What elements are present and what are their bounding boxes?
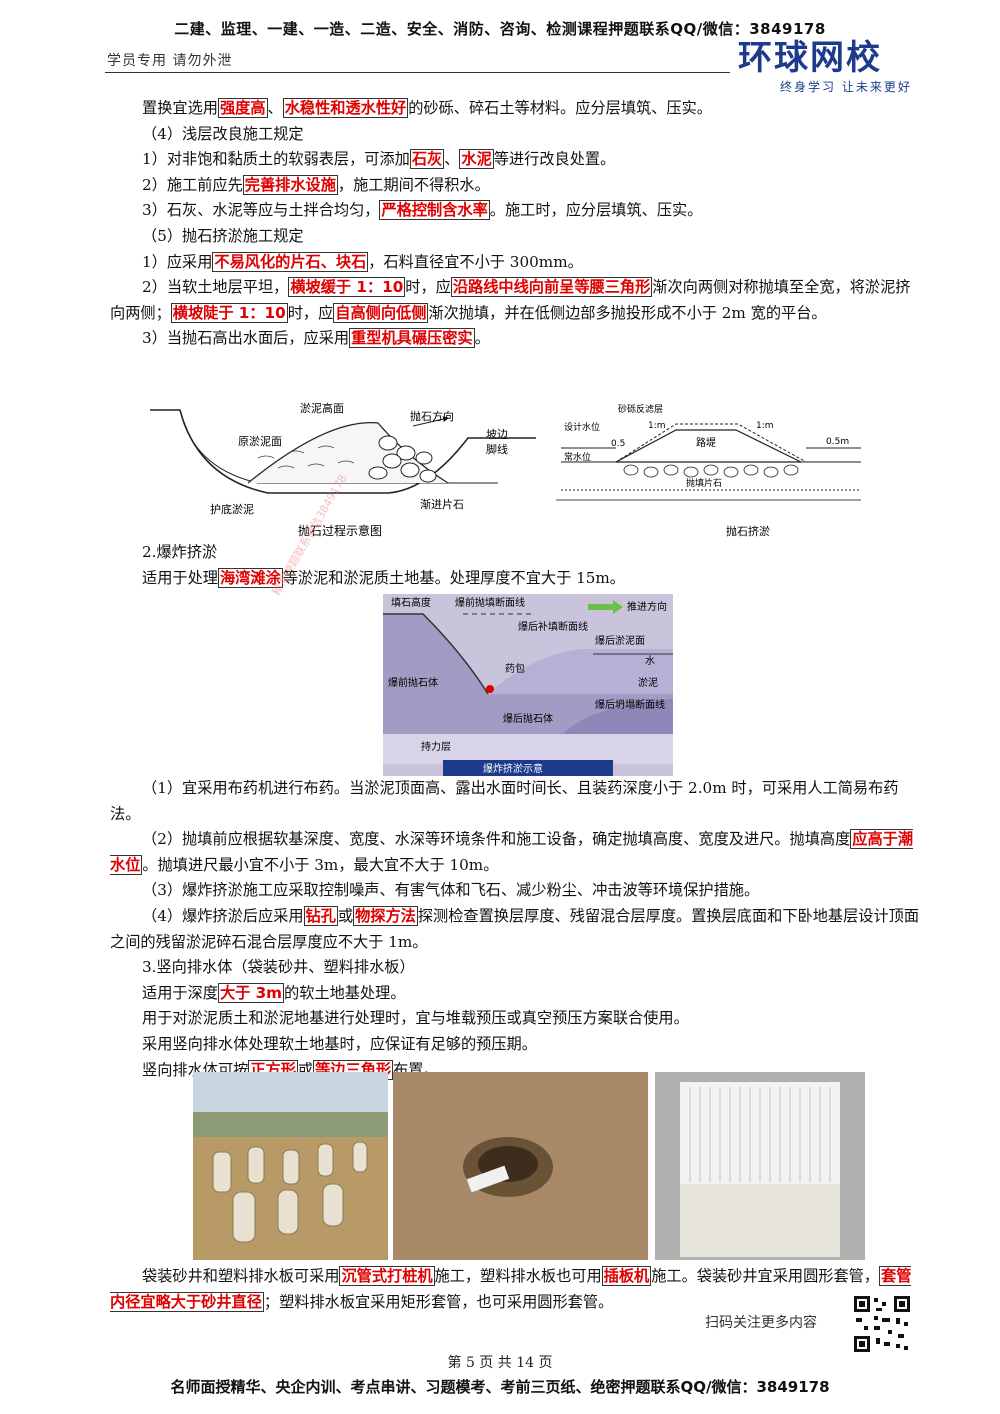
- section-2-title: 2.爆炸挤淤: [142, 543, 218, 561]
- label-silt: 淤泥: [638, 676, 658, 689]
- riprap-process-figure: 淤泥高面 抛石方向 原淤泥面 坡边 脚线 护底淤泥 渐进片石 抛石过程示意图: [150, 401, 536, 538]
- plastic-drain-board-photo: [655, 1072, 865, 1260]
- label-design-level: 设计水位: [564, 421, 600, 433]
- label-normal-level: 常水位: [564, 451, 591, 463]
- label-dim-right: 0.5m: [826, 437, 849, 447]
- label-post-stone-body: 爆后抛石体: [503, 712, 553, 725]
- label-fill-stone: 抛填片石: [686, 477, 722, 489]
- final-paragraph: 袋装砂井和塑料排水板可采用沉管式打桩机施工，塑料排水板也可用插板机施工。袋装砂井…: [110, 1264, 920, 1315]
- construction-para: 袋装砂井和塑料排水板可采用沉管式打桩机施工，塑料排水板也可用插板机施工。袋装砂井…: [110, 1266, 912, 1312]
- para-4-2: 2）施工前应先完善排水设施，施工期间不得积水。: [142, 174, 490, 195]
- label-post-silt: 爆后淤泥面: [595, 634, 645, 647]
- main-content: 置换宜选用强度高、水稳性和透水性好的砂砾、碎石土等材料。应分层填筑、压实。 （4…: [110, 96, 920, 352]
- label-filter-layer: 砂砾反滤层: [618, 403, 663, 415]
- fig2-caption: 抛石挤淤: [726, 524, 770, 538]
- label-bearing-layer: 持力层: [421, 740, 451, 753]
- section-3-title: 3.竖向排水体（袋装砂井、塑料排水板）: [142, 958, 415, 977]
- blast-squeeze-figure: 填石高度 爆前抛填断面线 推进方向 爆后补填断面线 爆后淤泥面 水 药包 淤泥 …: [383, 594, 673, 776]
- label-fill-height: 填石高度: [391, 596, 431, 609]
- blast-item-1: （1）宜采用布药机进行布药。当淤泥顶面高、露出水面时间长、且装药深度小于 2.0…: [110, 779, 899, 823]
- label-embankment: 路堤: [696, 436, 716, 449]
- label-pre-blast-line: 爆前抛填断面线: [455, 596, 525, 609]
- scan-note: 扫码关注更多内容: [705, 1315, 817, 1331]
- fig1-caption: 抛石过程示意图: [298, 523, 382, 538]
- para-5-3: 3）当抛石高出水面后，应采用重型机具碾压密实。: [142, 328, 490, 349]
- heading-riprap: （5）抛石挤淤施工规定: [142, 226, 304, 245]
- header-banner: 二建、监理、一建、一造、二造、安全、消防、咨询、检测课程押题联系QQ/微信：38…: [174, 20, 826, 38]
- label-dim-left: 0.5: [611, 439, 625, 449]
- label-water: 水: [645, 655, 655, 667]
- para-4-3: 3）石灰、水泥等应与土拌合均匀，严格控制含水率。施工时，应分层填筑、压实。: [142, 200, 703, 221]
- label-advance-direction: 推进方向: [627, 600, 667, 613]
- label-original-silt: 原淤泥面: [238, 435, 282, 448]
- sand-drain-photo: [193, 1072, 388, 1260]
- page-number: 第 5 页 共 14 页: [447, 1355, 553, 1371]
- section-3-para-3: 采用竖向排水体处理软土地基时，应保证有足够的预压期。: [142, 1034, 537, 1053]
- para-4-1: 1）对非饱和黏质土的软弱表层，可添加石灰、水泥等进行改良处置。: [142, 149, 616, 170]
- blast-item-3: （3）爆炸挤淤施工应采取控制噪声、有害气体和飞石、减少粉尘、冲击波等环境保护措施…: [142, 881, 760, 900]
- label-toe: 坡边: [486, 428, 508, 441]
- label-progressive-stones: 渐进片石: [420, 497, 464, 511]
- para-5-1: 1）应采用不易风化的片石、块石，石料直径宜不小于 300mm。: [142, 251, 583, 272]
- blast-item-2: （2）抛填前应根据软基深度、宽度、水深等环境条件和施工设备，确定抛填高度、宽度及…: [110, 829, 914, 875]
- label-collapse-line: 爆后坍塌断面线: [595, 698, 665, 711]
- section-3-para-2: 用于对淤泥质土和淤泥地基进行处理时，宜与堆载预压或真空预压方案联合使用。: [142, 1009, 689, 1028]
- header-note: 学员专用 请勿外泄: [107, 53, 233, 69]
- heading-shallow: （4）浅层改良施工规定: [142, 124, 304, 143]
- label-bottom-silt: 护底淤泥: [210, 502, 254, 516]
- label-slope-right: 1:m: [756, 421, 774, 431]
- riprap-squeeze-figure: 砂砾反滤层 设计水位 常水位 路堤 抛填片石 0.5 0.5m 1:m 1:m …: [556, 403, 861, 538]
- section-2-details: （1）宜采用布药机进行布药。当淤泥顶面高、露出水面时间长、且装药深度小于 2.0…: [110, 776, 920, 1083]
- label-post-fill-line: 爆后补填断面线: [518, 620, 588, 633]
- header-divider: [105, 72, 730, 73]
- blast-item-4: （4）爆炸挤淤后应采用钻孔或物探方法探测检查置换层厚度、残留混合层厚度。置换层底…: [110, 905, 920, 951]
- site-logo: 环球网校 终身学习 让未来更好: [738, 38, 918, 98]
- para-replacement: 置换宜选用强度高、水稳性和透水性好的砂砾、碎石土等材料。应分层填筑、压实。: [142, 98, 712, 118]
- label-riprap-direction: 抛石方向: [410, 409, 454, 423]
- qr-code[interactable]: [852, 1294, 912, 1354]
- label-pre-stone-body: 爆前抛石体: [388, 676, 438, 689]
- section-2-para: 适用于处理海湾滩涂等淤泥和淤泥质土地基。处理厚度不宜大于 15m。: [142, 567, 625, 588]
- logo-title: 环球网校: [738, 38, 882, 78]
- label-slope-left: 1:m: [648, 421, 666, 431]
- footer-banner: 名师面授精华、央企内训、考点串讲、习题模考、考前三页纸、绝密押题联系QQ/微信：…: [170, 1378, 830, 1396]
- section-2: 2.爆炸挤淤 适用于处理海湾滩涂等淤泥和淤泥质土地基。处理厚度不宜大于 15m。: [110, 540, 920, 591]
- fig3-caption: 爆炸挤淤示意: [483, 762, 543, 775]
- logo-slogan: 终身学习 让未来更好: [780, 80, 912, 94]
- label-toe-line: 脚线: [486, 442, 508, 456]
- label-silt-top: 淤泥高面: [300, 401, 344, 415]
- drain-board-photo: [393, 1072, 648, 1260]
- label-charge: 药包: [505, 662, 525, 675]
